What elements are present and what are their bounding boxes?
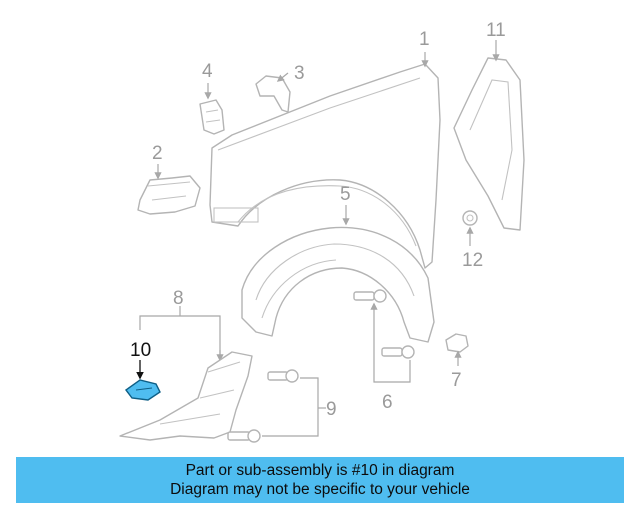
fender-liner-part — [241, 226, 435, 343]
info-banner: Part or sub-assembly is #10 in diagram D… — [16, 457, 624, 503]
push-clip-part — [445, 333, 469, 353]
banner-line-1: Part or sub-assembly is #10 in diagram — [185, 462, 455, 479]
callout-5: 5 — [340, 184, 351, 205]
fender-brace-part — [255, 75, 291, 113]
highlighted-nut-part — [125, 379, 161, 401]
callout-6: 6 — [382, 392, 393, 413]
callout-10: 10 — [130, 340, 151, 361]
fender-part — [209, 63, 441, 269]
callout-8: 8 — [173, 288, 184, 309]
banner-line-2: Diagram may not be specific to your vehi… — [170, 481, 470, 498]
callout-1: 1 — [419, 29, 430, 50]
callout-2: 2 — [152, 143, 163, 164]
callout-9: 9 — [326, 399, 337, 420]
callout-12: 12 — [462, 250, 483, 271]
shield-screw-part — [227, 369, 299, 443]
splash-shield-part — [119, 351, 253, 441]
callout-4: 4 — [202, 61, 213, 82]
fender-bracket-part — [137, 175, 201, 215]
parts-diagram: 1 2 3 4 5 6 7 8 — [119, 20, 525, 443]
callout-11: 11 — [486, 20, 506, 41]
liner-bolt-part — [353, 289, 415, 359]
callout-3: 3 — [294, 63, 305, 84]
fender-clip-part — [199, 99, 225, 135]
grommet-part — [462, 210, 478, 226]
headlamp-seal-part — [453, 57, 525, 231]
callout-7: 7 — [451, 370, 462, 391]
